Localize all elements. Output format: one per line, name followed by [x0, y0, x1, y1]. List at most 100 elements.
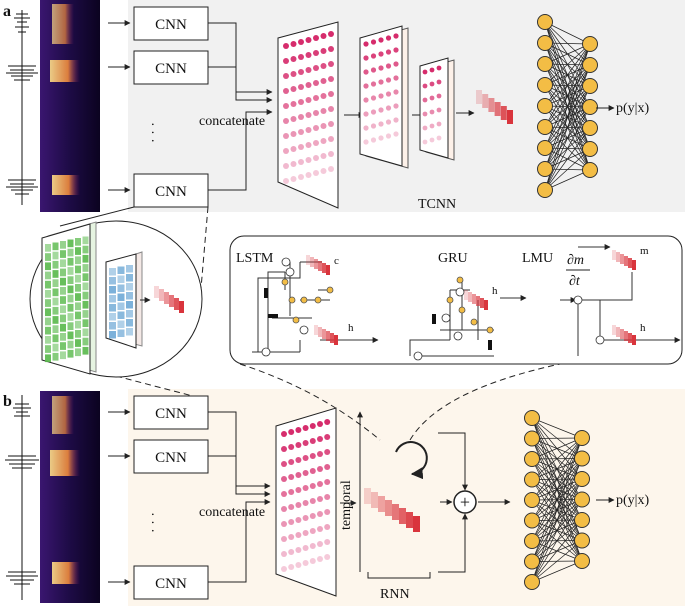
neuron — [537, 98, 553, 114]
feature-dot — [281, 521, 287, 527]
feature-dot — [363, 125, 369, 131]
feature-dot — [363, 41, 369, 47]
feature-dot — [305, 37, 312, 43]
neuron — [524, 574, 540, 590]
vector-cell — [507, 110, 513, 124]
vector-cell — [480, 298, 484, 308]
zoom-connector-lines — [59, 206, 209, 401]
feature-dot — [288, 564, 295, 570]
feature-dot — [298, 174, 304, 180]
waveform-b — [5, 395, 39, 600]
feature-dot — [313, 170, 319, 176]
kernel-cell — [82, 273, 89, 281]
feature-dot — [378, 37, 384, 43]
feature-dot — [281, 566, 287, 572]
kernel-cell — [82, 319, 89, 327]
vector-cell — [628, 258, 632, 268]
feature-dot — [324, 509, 331, 515]
cnn-label: CNN — [155, 576, 187, 592]
feature-dot — [436, 135, 442, 141]
rnn-label: RNN — [380, 587, 410, 602]
kernel-cell — [45, 299, 51, 307]
feature-dot — [320, 48, 327, 54]
feature-dot — [302, 485, 309, 491]
kernel-cell — [126, 310, 133, 318]
feature-dot — [309, 543, 316, 549]
neuron — [524, 553, 540, 570]
cnn-label: CNN — [155, 61, 187, 77]
vector-cell — [326, 331, 330, 341]
neuron — [574, 471, 590, 487]
feature-dot — [309, 468, 316, 474]
neuron — [524, 533, 540, 549]
feature-dot — [295, 517, 302, 523]
neuron — [524, 410, 540, 426]
feature-dot — [328, 91, 334, 97]
panel-a-label: a — [3, 3, 11, 20]
feature-dot — [429, 67, 435, 73]
feature-dot — [324, 524, 331, 530]
feature-dot — [422, 111, 428, 117]
vector-cell — [616, 252, 620, 262]
feature-dot — [324, 494, 331, 500]
gru-label: GRU — [438, 251, 468, 266]
feature-dot — [302, 470, 309, 476]
neuron — [574, 430, 590, 446]
neuron — [582, 141, 598, 157]
kernel-cell — [75, 256, 81, 265]
kernel-cell — [75, 311, 81, 320]
neuron — [524, 471, 540, 488]
feature-dot — [378, 135, 384, 141]
kernel-cell — [52, 343, 59, 352]
feature-dot — [295, 427, 302, 433]
sum-node: + — [438, 432, 511, 573]
vector-cell — [632, 335, 636, 345]
feature-dot — [298, 159, 304, 165]
neuron — [582, 78, 598, 94]
feature-dot — [393, 33, 399, 39]
ellipsis: · · · — [144, 122, 159, 143]
feature-dot — [283, 133, 289, 139]
feature-dot — [378, 51, 384, 57]
kernel-cell — [109, 268, 116, 276]
kernel-cell — [109, 286, 116, 294]
panel-b-label: b — [3, 393, 12, 410]
feature-dot — [324, 434, 331, 440]
kernel-cell — [52, 352, 59, 361]
vector-cell — [364, 488, 371, 504]
neuron — [574, 491, 590, 508]
feature-dot — [385, 91, 392, 97]
feature-dot — [385, 35, 392, 41]
feature-dot — [422, 97, 428, 103]
kernel-cell — [67, 276, 74, 284]
vector-cell — [464, 290, 468, 300]
neuron — [574, 532, 590, 549]
spectrogram-b — [40, 391, 100, 603]
feature-dot — [422, 69, 428, 75]
kernel-cell — [109, 277, 116, 285]
neuron — [524, 492, 540, 508]
feature-dot — [305, 142, 312, 148]
kernel-cell — [45, 317, 51, 326]
feature-dot — [317, 451, 323, 457]
feature-dot — [385, 133, 392, 139]
vector-cell — [488, 98, 495, 112]
feature-dot — [298, 54, 304, 60]
feature-dot — [290, 56, 297, 62]
feature-dot — [305, 112, 312, 118]
feature-dot — [363, 139, 369, 145]
feature-dot — [309, 513, 316, 519]
vector-cell — [476, 296, 480, 306]
kernel-cell — [60, 296, 66, 304]
lmu-cell: LMU ∂m ∂t m h — [522, 244, 681, 356]
kernel-cell — [75, 330, 81, 338]
kernel-cell — [67, 349, 74, 358]
feature-dot — [283, 163, 289, 169]
kernel-cell — [75, 265, 81, 274]
feature-dot — [290, 146, 297, 152]
feature-dot — [324, 554, 331, 560]
vector-cell — [624, 331, 628, 341]
feature-dot — [313, 65, 319, 71]
kernel-cell — [82, 346, 89, 355]
feature-dot — [393, 75, 399, 81]
